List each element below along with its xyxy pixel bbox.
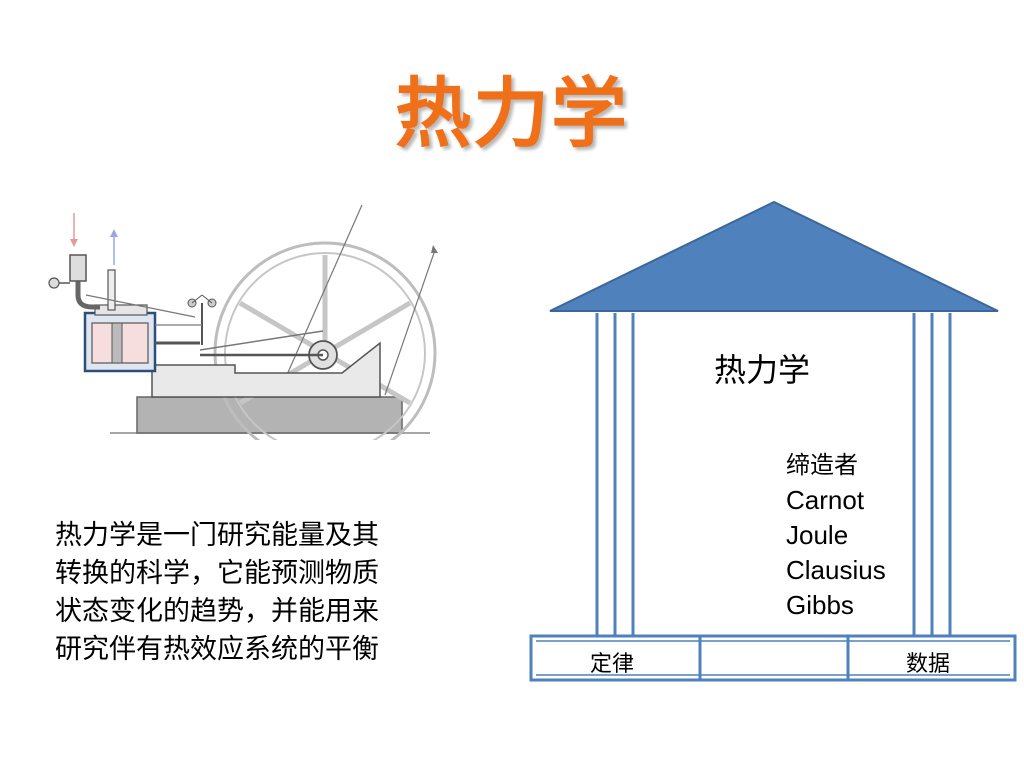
house-label: 热力学 xyxy=(714,351,811,389)
description-line: 状态变化的趋势，并能用来 xyxy=(55,596,379,627)
founder-name: Clausius xyxy=(786,555,886,585)
description-line: 转换的科学，它能预测物质 xyxy=(55,558,379,589)
thermodynamics-house-diagram xyxy=(529,200,1017,682)
description-line: 热力学是一门研究能量及其 xyxy=(55,520,379,551)
slide-title: 热力学 xyxy=(395,69,629,158)
founder-name: Joule xyxy=(786,520,849,550)
left-pillars xyxy=(595,313,635,637)
steam-engine-illustration xyxy=(48,204,438,440)
base-label-data: 数据 xyxy=(906,652,951,677)
house-base xyxy=(529,634,1017,682)
founder-name: Carnot xyxy=(786,485,865,515)
house-roof xyxy=(549,200,999,312)
founders-heading: 缔造者 xyxy=(786,451,858,479)
base-label-laws: 定律 xyxy=(590,652,635,677)
right-pillars xyxy=(912,313,952,637)
description-line: 研究伴有热效应系统的平衡 xyxy=(55,634,379,665)
description-text: 热力学是一门研究能量及其 转换的科学，它能预测物质 状态变化的趋势，并能用来 研… xyxy=(55,517,475,669)
founders-list: 缔造者 Carnot Joule Clausius Gibbs xyxy=(786,448,886,623)
founder-name: Gibbs xyxy=(786,590,854,620)
